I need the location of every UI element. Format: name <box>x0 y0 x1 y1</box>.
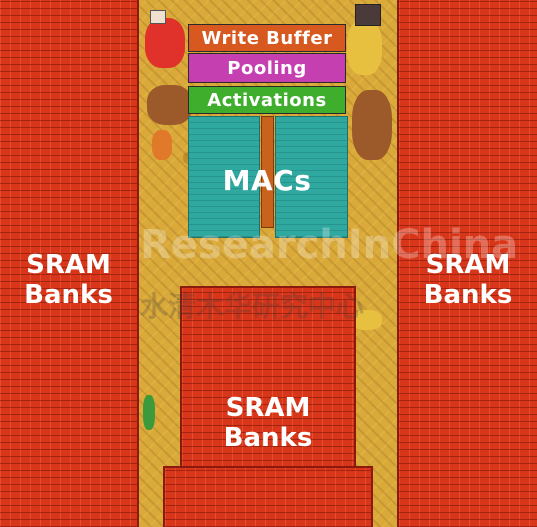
logic-green-patch <box>143 395 155 430</box>
watermark-chinese: 水清木华研究中心 <box>140 290 365 323</box>
small-pad-block <box>150 10 166 24</box>
sram-bank-right-label: SRAM Banks <box>399 250 537 310</box>
sram-bank-left-label-line1: SRAM <box>26 250 111 280</box>
sram-bank-right-label-line2: Banks <box>423 280 513 310</box>
sram-bank-bottom-label-line1: SRAM <box>225 393 311 423</box>
macs-array-right <box>275 116 348 238</box>
macs-block-label-container: MACs <box>188 160 346 200</box>
watermark-latin: ResearchInChina <box>140 222 519 268</box>
macs-center-spine <box>261 116 274 228</box>
sram-bank-bottom-lower <box>163 466 373 527</box>
logic-light-patch <box>347 20 382 75</box>
activations-label: Activations <box>207 89 327 111</box>
pooling-block: Pooling <box>188 53 346 83</box>
logic-brown-patch-right <box>352 90 392 160</box>
logic-light-patch-lower <box>352 310 382 330</box>
activations-block: Activations <box>188 86 346 114</box>
logic-red-patch <box>145 18 185 68</box>
sram-bank-left-label: SRAM Banks <box>0 250 137 310</box>
write-buffer-label: Write Buffer <box>201 27 333 49</box>
logic-brown-patch <box>147 85 192 125</box>
write-buffer-block: Write Buffer <box>188 24 346 52</box>
pooling-label: Pooling <box>227 57 307 79</box>
io-pad-block <box>355 4 381 26</box>
sram-bank-left: SRAM Banks <box>0 0 139 527</box>
sram-bank-left-label-line2: Banks <box>24 280 113 310</box>
macs-array-left <box>188 116 260 238</box>
sram-bank-bottom-upper <box>180 286 356 470</box>
macs-label: MACs <box>222 163 312 197</box>
sram-bank-right-label-line1: SRAM <box>425 250 511 280</box>
sram-bank-right: SRAM Banks <box>397 0 537 527</box>
sram-bank-bottom-label: SRAM Banks <box>182 393 354 453</box>
sram-bank-bottom-label-line2: Banks <box>223 423 313 453</box>
logic-orange-patch <box>152 130 172 160</box>
